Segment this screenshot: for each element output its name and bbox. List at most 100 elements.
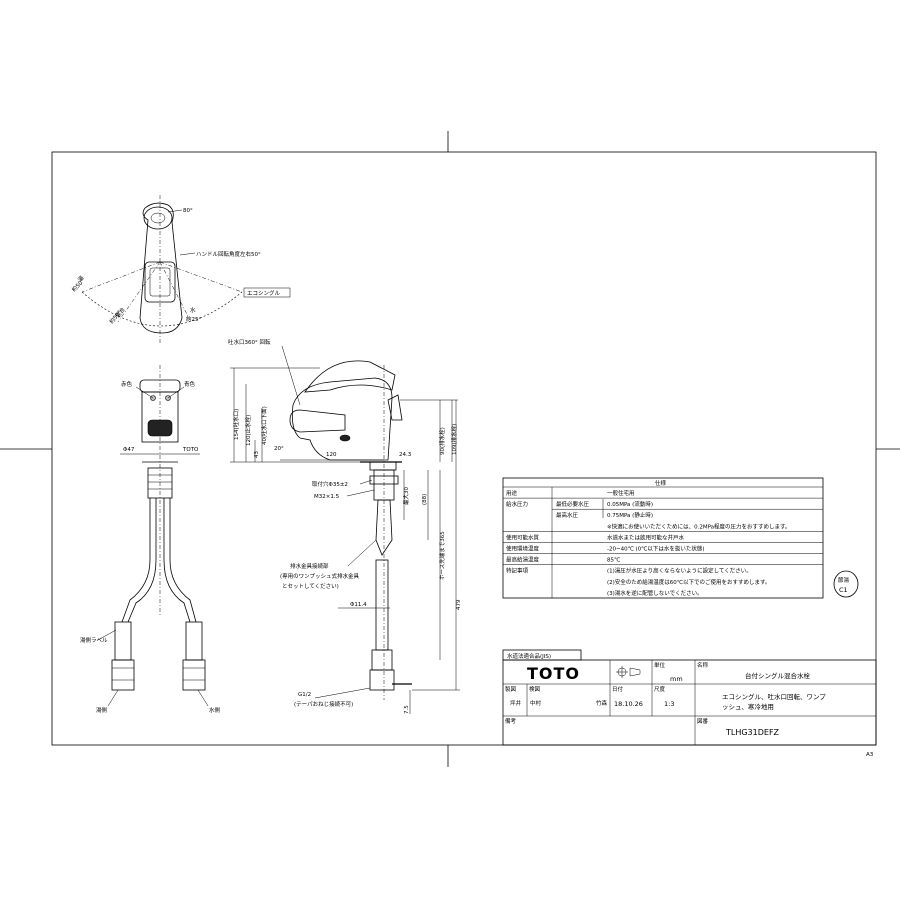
g12-leader [314, 687, 371, 699]
front-blue-leader [167, 386, 185, 399]
side-bottom-nut [369, 669, 395, 691]
drawn-label: 製図 [505, 685, 517, 693]
front-hot-hose-2 [127, 498, 157, 623]
angle-20: 20° [274, 446, 284, 452]
eco-label: エコシングル [247, 289, 281, 297]
dim-24-3: 24.3 [399, 452, 412, 458]
cold-side-leader [197, 689, 209, 707]
date-label: 日付 [612, 685, 624, 693]
cold-label: 水 [190, 306, 196, 314]
unit-value: mm [670, 675, 683, 683]
title-block: 水道法適合品(JIS) TOTO 単位 mm 名称 台付シングル混合水栓 製図 … [502, 649, 877, 746]
drain-note-1: 排水金具接続部 [290, 562, 329, 570]
thread-leader [346, 489, 375, 497]
front-cold-hose-2 [169, 498, 197, 623]
toto-logo: TOTO [527, 664, 580, 683]
top-view-angle-pointer [167, 209, 183, 213]
stamp-line1: 節湯 [838, 576, 850, 584]
phi-11-4-label: Φ11.4 [350, 602, 367, 608]
front-view: 赤色 青色 Φ47 TOTO 湯側ラベル 湯側 水側 [80, 365, 221, 714]
spec-row-label: 最高給湯温度 [506, 556, 540, 564]
dim-120: 120(止水栓) [244, 415, 252, 446]
stamp-line2: C1 [839, 586, 848, 594]
drain-note-2: (専用のワンプッシュ式排水金具 [280, 572, 359, 580]
top-view-mix-line [117, 261, 161, 323]
title-block-border [502, 659, 877, 746]
top-view: 80° ハンドル回転角度左右50° 湯 約50° 混合 約50° 水 約25° … [70, 195, 291, 345]
top-view-cold-line [159, 261, 243, 293]
top-view-handle-pointer [179, 252, 196, 256]
spec-row-label: 使用環境温度 [506, 545, 540, 553]
desc-line1: エコシングル、吐水口回転、ワンプ [722, 692, 826, 701]
spout-rotation-leader [281, 345, 301, 406]
side-mount-nut [369, 475, 399, 485]
spec-row-sublabel: 最高水圧 [556, 511, 579, 519]
spec-row-sublabel: 最低必要水圧 [556, 500, 590, 508]
side-handle [304, 360, 396, 393]
front-red-leader [135, 386, 154, 399]
top-view-handle [139, 202, 183, 334]
cold-side-label: 水側 [209, 706, 221, 714]
spec-row-label: 用途 [506, 489, 518, 497]
front-cold-hose [163, 498, 191, 623]
top-view-rotation-arc [81, 291, 243, 327]
spec-row-value: (1)湯圧が水圧より高くならないように設定してください。 [607, 567, 752, 575]
hose-length-label: ホース先端まで365 [438, 531, 446, 580]
top-view-lever [143, 206, 173, 230]
sheet-size: A3 [866, 752, 874, 758]
unit-label: 単位 [654, 661, 666, 669]
spec-row-value: (2)安全のため給湯温度は60℃以下でのご使用をおすすめします。 [607, 578, 770, 586]
scale-value: 1:3 [664, 700, 674, 708]
sheet-border [51, 151, 877, 746]
g12-note: (テーパおねじ接続不可) [294, 700, 353, 708]
dim-88-label: (88) [422, 494, 428, 505]
front-hot-fitting [114, 621, 132, 661]
spec-row-value: 85℃ [607, 557, 620, 564]
dim-90: 90(排水栓) [438, 427, 446, 455]
red-label: 赤色 [121, 380, 133, 388]
jis-label: 水道法適合品(JIS) [507, 652, 551, 660]
top-view-hot-line [81, 261, 161, 293]
dia-47-label: Φ47 [123, 447, 135, 453]
front-hot-nut [111, 659, 135, 691]
side-hose [375, 559, 389, 651]
toto-mark-label: TOTO [182, 447, 199, 453]
angle-small-label: 80° [183, 208, 193, 214]
dim-109: 109(排水栓) [450, 424, 458, 455]
front-cold-fitting [185, 621, 203, 661]
spec-table-border [502, 477, 824, 599]
hot-label: 湯 [76, 274, 86, 284]
water-saving-stamp: 節湯 C1 [833, 570, 859, 598]
drawing-number-label: 図番 [697, 718, 709, 725]
mount-hole-label: 取付穴Φ35±2 [312, 480, 348, 488]
g12-label: G1/2 [298, 692, 311, 698]
front-shank [147, 467, 173, 499]
spec-row-label: 特記事項 [506, 567, 529, 575]
drawing-number: TLHG31DEFZ [725, 728, 780, 737]
checked-name: 中村 [530, 699, 542, 707]
front-body [141, 391, 179, 443]
handle-rotation-label: ハンドル回転角度左右50° [196, 250, 261, 258]
cold-angle-label: 約25° [186, 315, 201, 323]
hot-hose-label-leader [97, 629, 117, 641]
drain-note-leader [347, 539, 377, 567]
dim-479-label: 479 [456, 599, 462, 610]
dim-40: 40(吐水口下面) [260, 406, 268, 445]
hot-side-label: 湯側 [96, 706, 108, 714]
dim-120h: 120 [326, 452, 337, 458]
name-value: 台付シングル混合水栓 [745, 671, 811, 680]
side-lever-tail [387, 394, 403, 421]
top-view-lever-inner [150, 212, 166, 224]
spec-row-value: 水道水または飲用可能な井戸水 [607, 533, 685, 541]
spec-row-label: 使用可能水質 [506, 533, 540, 541]
side-base-plate [369, 461, 397, 471]
spec-header: 仕様 [655, 479, 667, 487]
scale-label: 尺度 [654, 685, 666, 693]
eco-label-box [243, 287, 291, 298]
spec-row-value: 一般住宅用 [607, 489, 635, 497]
dim-7-5: 7.5 [404, 705, 410, 714]
spec-row-label: 給水圧力 [506, 500, 528, 508]
front-aerator [147, 419, 173, 437]
